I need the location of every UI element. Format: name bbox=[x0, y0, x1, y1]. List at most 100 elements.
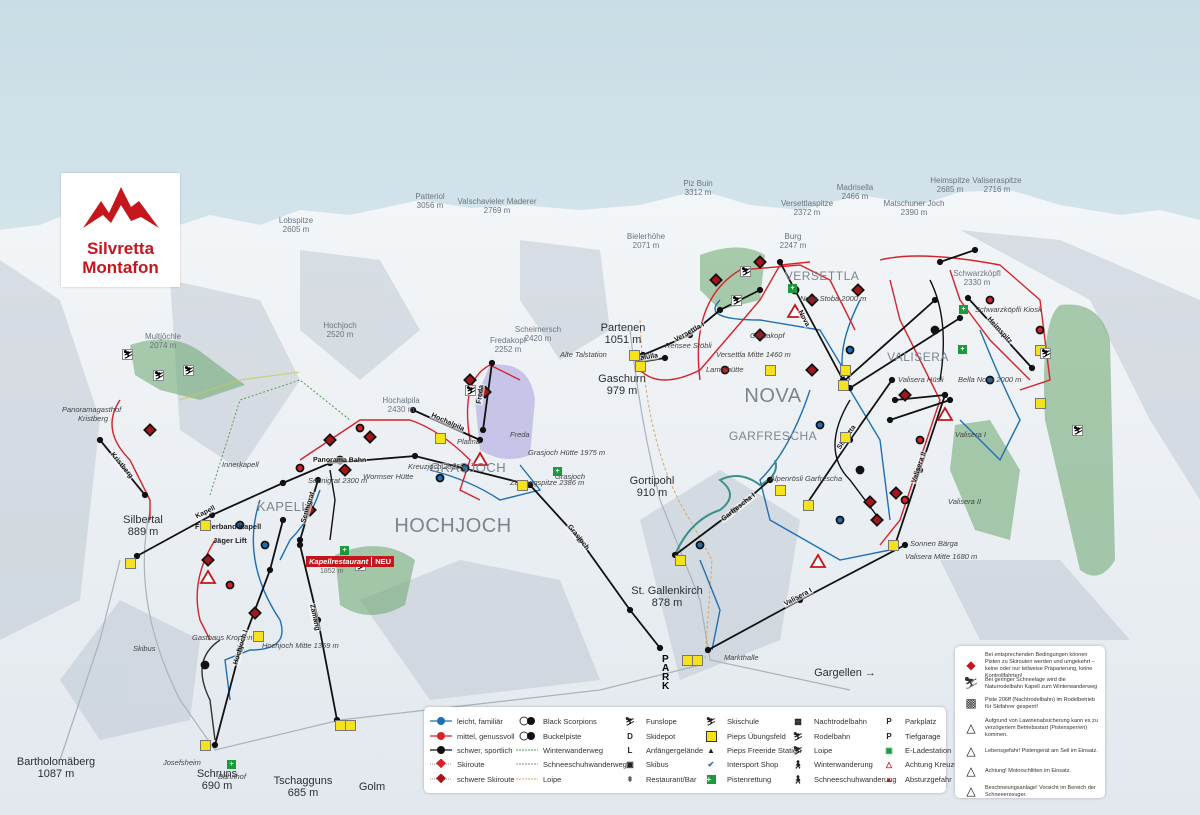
intersport-icon: ✔ bbox=[707, 759, 715, 769]
lift-line[interactable] bbox=[939, 249, 976, 263]
place-label[interactable]: Sonnen Bärga bbox=[910, 539, 958, 548]
note-item: ◆Bei entsprechenden Bedingungen können P… bbox=[963, 652, 1101, 680]
lift-station-icon[interactable] bbox=[200, 520, 211, 531]
place-label[interactable]: Gantakopf bbox=[750, 331, 785, 340]
lift-name[interactable]: Panorama Bahn bbox=[311, 456, 368, 465]
note-symbol-icon: △ bbox=[966, 784, 976, 798]
place-label[interactable]: Bella Nova 2000 m bbox=[958, 375, 1022, 384]
lift-station-icon[interactable] bbox=[775, 485, 786, 496]
lift-station-icon[interactable] bbox=[840, 365, 851, 376]
place-label[interactable]: Grasjoch bbox=[555, 472, 586, 481]
place-label[interactable]: Alte Talstation bbox=[560, 350, 607, 359]
green-dash-icon bbox=[516, 745, 538, 755]
piste-number-marker bbox=[930, 325, 940, 335]
lift-station-icon[interactable] bbox=[629, 350, 640, 361]
lift-station-icon[interactable] bbox=[125, 558, 136, 569]
legend-label: Absturzgefahr bbox=[905, 774, 952, 784]
place-label[interactable]: Grasjoch Hütte 1975 m bbox=[528, 448, 606, 457]
place-label[interactable]: Lammhütte bbox=[706, 365, 744, 374]
place-label[interactable]: Wormser Hütte bbox=[363, 472, 414, 481]
skiroute-marker bbox=[753, 328, 767, 342]
place-label[interactable]: Hochjoch Mitte 1359 m bbox=[262, 641, 339, 650]
place-label[interactable]: Markthalle bbox=[724, 653, 759, 662]
lift-station-icon[interactable] bbox=[675, 555, 686, 566]
place-label[interactable]: Innerkapell bbox=[222, 460, 259, 469]
place-label[interactable]: Valisera II bbox=[948, 497, 982, 506]
lift-line[interactable] bbox=[889, 399, 951, 421]
place-label[interactable]: Nova Stoba 2000 m bbox=[800, 294, 867, 303]
place-label[interactable]: Platina bbox=[457, 437, 480, 446]
place-label[interactable]: Valisera I bbox=[955, 430, 986, 439]
note-item: ⛷Bei geringer Schneelage wird die Naturr… bbox=[963, 676, 1101, 691]
lift-station bbox=[661, 354, 669, 362]
peak-name: Heimspitze bbox=[930, 176, 970, 185]
lift-line[interactable] bbox=[849, 317, 961, 389]
place-label[interactable]: Valisera Hüsli bbox=[898, 375, 944, 384]
freeride-skier-icon: ⛷ bbox=[465, 385, 477, 396]
lift-station-icon[interactable] bbox=[253, 631, 264, 642]
restaurant-elevation: 1852 m bbox=[320, 568, 344, 575]
lift-line[interactable] bbox=[482, 362, 493, 431]
town-name: Partenen bbox=[600, 322, 646, 334]
lift-station-icon[interactable] bbox=[803, 500, 814, 511]
lift-station-icon[interactable] bbox=[692, 655, 703, 666]
legend-label: Winterwanderweg bbox=[543, 745, 604, 755]
place-label[interactable]: Zamangspitze 2386 m bbox=[510, 478, 585, 487]
hiker-icon: 🚶︎ bbox=[792, 759, 804, 769]
lift-facility-label[interactable]: Förderband Kapell bbox=[195, 522, 262, 531]
night-sled-icon: ▩ bbox=[794, 716, 802, 726]
lift-line[interactable] bbox=[779, 261, 844, 381]
place-label[interactable]: Versettla Mitte 1460 m bbox=[716, 350, 791, 359]
town-label[interactable]: Golm bbox=[359, 781, 385, 793]
lift-station-icon[interactable] bbox=[838, 380, 849, 391]
town-label[interactable]: Gargellen → bbox=[814, 667, 876, 679]
place-label[interactable]: Kreuzjoch 2395 m bbox=[408, 462, 469, 471]
lift-station-icon[interactable] bbox=[517, 480, 528, 491]
place-label[interactable]: Rehsee Stöbli bbox=[665, 341, 712, 350]
lift-facility-label[interactable]: Jäger Lift bbox=[213, 536, 247, 545]
lift-station-icon[interactable] bbox=[345, 720, 356, 731]
place-label[interactable]: Sennigrat 2300 m bbox=[308, 476, 368, 485]
lift-station-icon[interactable] bbox=[435, 433, 446, 444]
place-label[interactable]: Bahnhof bbox=[218, 772, 246, 781]
skiroute-marker bbox=[143, 423, 157, 437]
place-label[interactable]: Freda bbox=[510, 430, 530, 439]
lift-station-icon[interactable] bbox=[1035, 398, 1046, 409]
place-label[interactable]: Valisera Mitte 1680 m bbox=[905, 552, 978, 561]
lift-station-icon[interactable] bbox=[840, 432, 851, 443]
legend-item: Pieps Übungsfeld bbox=[700, 730, 786, 742]
place-label[interactable]: Panoramagasthof bbox=[62, 405, 122, 414]
lift-station-icon[interactable] bbox=[200, 740, 211, 751]
rescue-icon: + bbox=[700, 774, 722, 784]
L-icon: L bbox=[627, 745, 633, 755]
skiroute-marker bbox=[463, 373, 477, 387]
place-label[interactable]: Skibus bbox=[133, 644, 156, 653]
lift-station-icon[interactable] bbox=[765, 365, 776, 376]
legend-item: mittel, genussvoll bbox=[430, 731, 515, 741]
place-label[interactable]: Alpenrösli Garfrescha bbox=[770, 474, 843, 483]
skiroute-marker bbox=[863, 495, 877, 509]
lift-station-icon[interactable] bbox=[888, 540, 899, 551]
lift-line[interactable] bbox=[529, 484, 661, 649]
lift-line[interactable] bbox=[282, 455, 531, 486]
piste-number-marker bbox=[295, 463, 305, 473]
lift-station bbox=[956, 314, 964, 322]
lift-station-icon[interactable] bbox=[635, 361, 646, 372]
place-label[interactable]: Josefsheim bbox=[163, 758, 201, 767]
lift-line[interactable] bbox=[842, 299, 936, 383]
place-label[interactable]: Schwarzköpfli Kiosk bbox=[975, 305, 1042, 314]
place-label[interactable]: Gasthaus Kropfen bbox=[192, 633, 253, 642]
warning-triangle-icon bbox=[936, 406, 954, 421]
place-label[interactable]: Kristberg bbox=[78, 414, 109, 423]
